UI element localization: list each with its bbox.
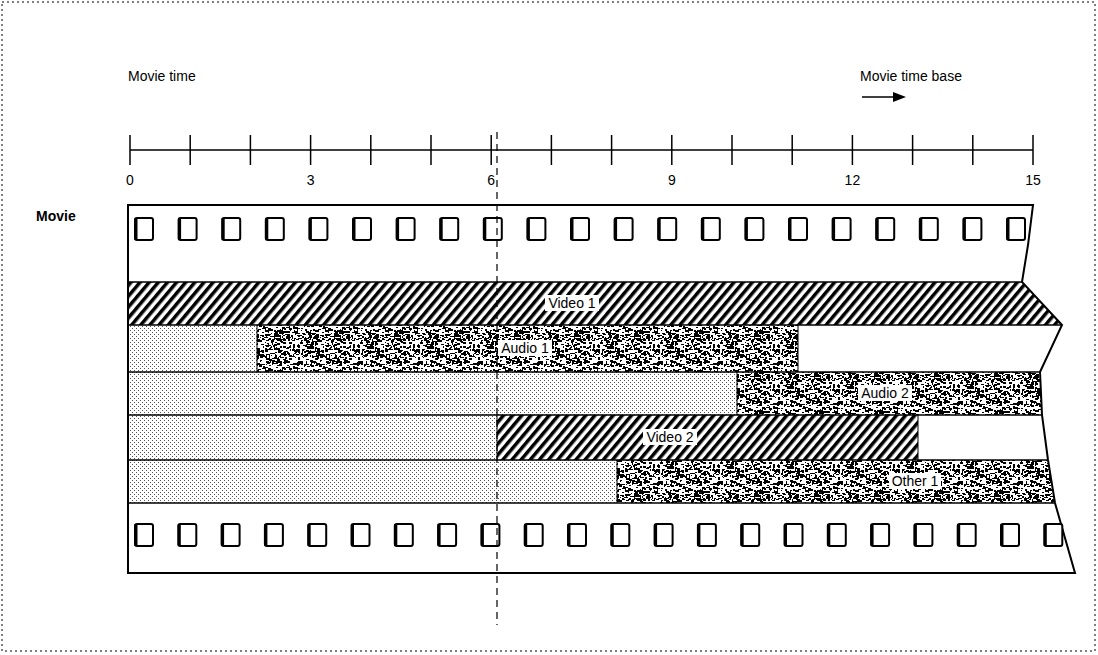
- track-label: Other 1: [889, 473, 942, 489]
- track-band: Video 1: [128, 282, 1075, 325]
- film-strip: [128, 205, 1090, 573]
- track-band: Audio 2: [128, 372, 1075, 415]
- tick-number: 3: [307, 172, 315, 188]
- time-axis: [130, 135, 1033, 165]
- tick-number: 9: [668, 172, 676, 188]
- sprocket-holes: [135, 218, 1062, 546]
- track-label: Video 1: [545, 295, 598, 311]
- track-band: Other 1: [128, 460, 1075, 503]
- film-outline: [128, 205, 1075, 573]
- track-label: Audio 2: [858, 385, 911, 401]
- film-heading: Movie: [36, 208, 76, 224]
- time-base-arrow: [862, 92, 906, 102]
- tick-number: 15: [1025, 172, 1041, 188]
- tick-number: 12: [845, 172, 861, 188]
- track-label: Video 2: [643, 429, 696, 445]
- track-band: Video 2: [128, 415, 1075, 460]
- current-time-line: [496, 132, 497, 625]
- track-label: Audio 1: [498, 340, 551, 356]
- track-band: Audio 1: [128, 325, 1075, 372]
- time-base-label: Movie time base: [860, 68, 962, 84]
- movie-film: MovieVideo 1Audio 1Audio 2Video 2Other 1: [128, 205, 1075, 573]
- tick-number: 6: [487, 172, 495, 188]
- tick-number: 0: [126, 172, 134, 188]
- axis-title: Movie time: [128, 68, 196, 84]
